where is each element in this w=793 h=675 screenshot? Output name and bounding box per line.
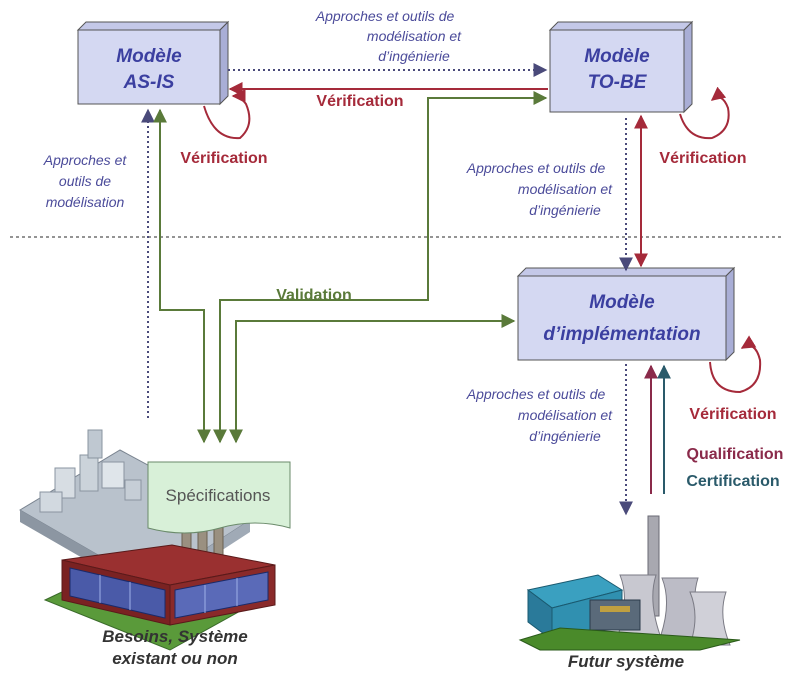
model-implementation-box: Modèle d’implémentation [516,266,736,362]
note-middle-line2: modélisation et [518,181,613,197]
verification-center-label: Vérification [316,93,403,110]
model-as-is-box: Modèle AS-IS [76,20,230,106]
model-impl-line1: Modèle [589,292,655,313]
note-left-line1: Approches et [43,152,128,168]
note-left-line2: outils de [59,173,111,189]
model-as-is-line2: AS-IS [123,72,175,93]
validation-arrow-asis [153,108,211,444]
note-top-line3: d’ingénierie [378,48,450,64]
factory-building-icon [19,429,276,651]
note-left-line3: modélisation [46,194,125,210]
note-lower-line2: modélisation et [518,407,613,423]
model-as-is-line1: Modèle [116,46,182,67]
validation-label: Validation [276,287,352,304]
caption-left-line1: Besoins, Système [102,627,248,646]
verification-tobe-label: Vérification [659,150,746,167]
specifications-label: Spécifications [166,486,271,505]
note-top-line1: Approches et outils de [315,8,455,24]
note-lower-line3: d’ingénierie [529,428,601,444]
model-to-be-line2: TO-BE [588,72,648,93]
note-middle-line1: Approches et outils de [466,160,606,176]
power-plant-icon [518,515,741,651]
model-to-be-line1: Modèle [584,46,650,67]
verification-asis-label: Vérification [180,150,267,167]
qualification-label: Qualification [687,446,784,463]
specifications-document: Spécifications [147,461,291,534]
certification-label: Certification [686,473,779,490]
self-loop-impl [709,335,762,394]
model-impl-line2: d’implémentation [543,324,700,345]
verification-impl-label: Vérification [689,406,776,423]
caption-right: Futur système [568,652,684,671]
note-lower-line1: Approches et outils de [466,386,606,402]
note-top-line2: modélisation et [367,28,462,44]
model-to-be-box: Modèle TO-BE [548,20,694,114]
note-middle-line3: d’ingénierie [529,202,601,218]
validation-arrow-impl [229,314,516,444]
self-loop-to-be [679,86,730,140]
caption-left-line2: existant ou non [112,649,238,668]
validation-arrow-tobe [213,91,548,444]
